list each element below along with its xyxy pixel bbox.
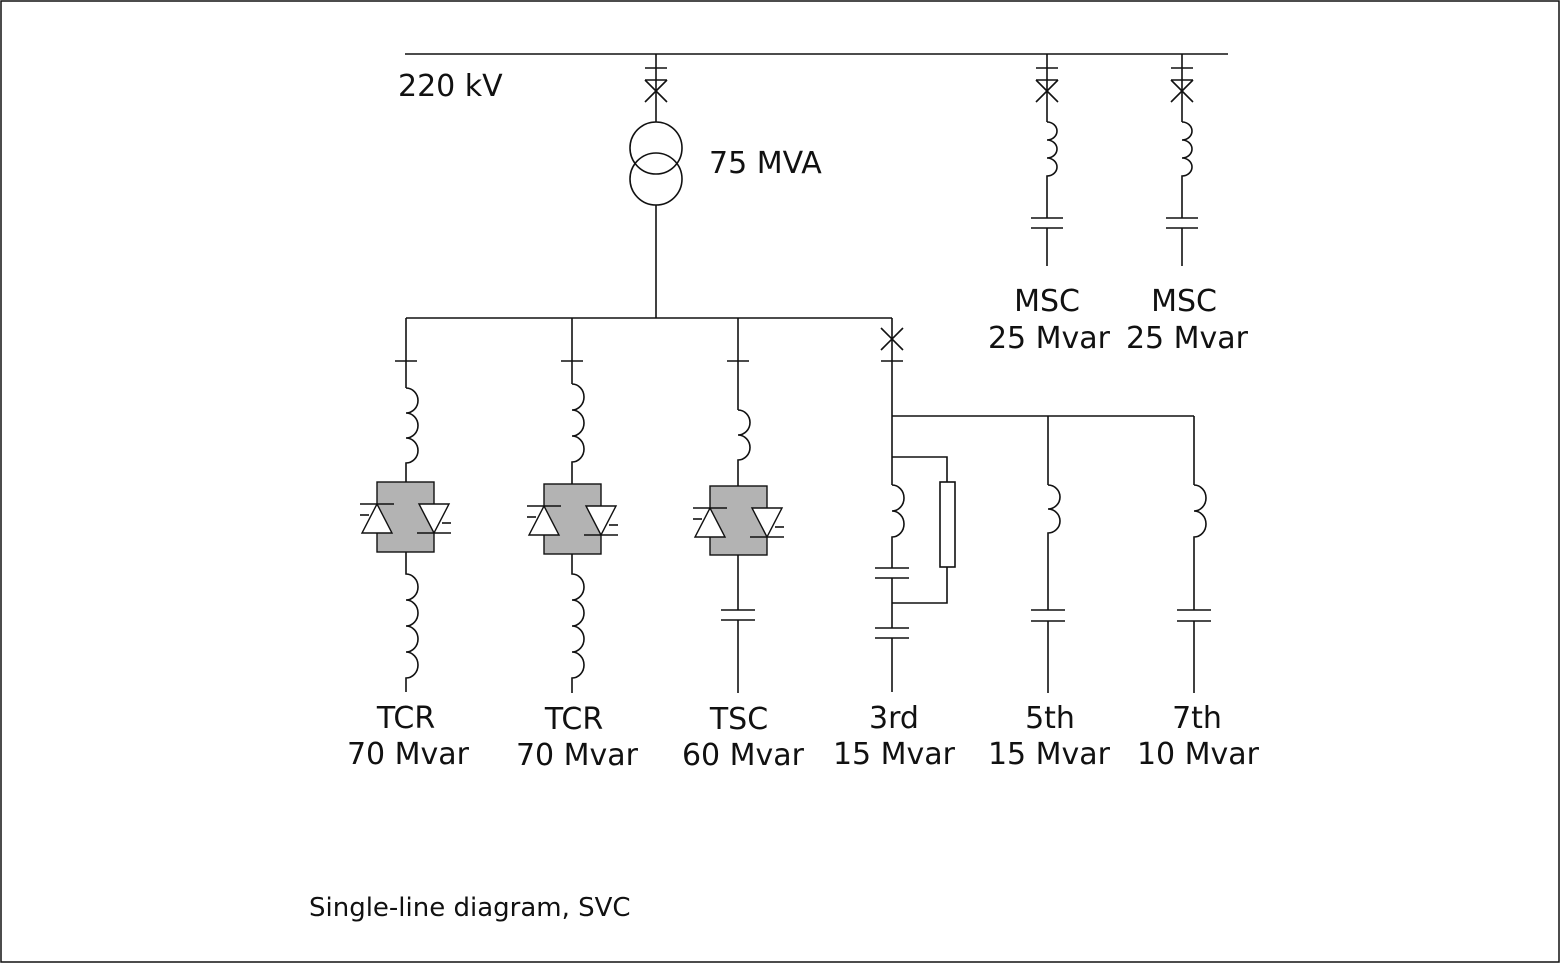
third-harmonic-filter (875, 416, 956, 692)
reactor-icon (1046, 121, 1058, 218)
reactor-icon (571, 554, 585, 693)
branch-rating-label: 60 Mvar (682, 738, 805, 773)
diagram-caption: Single-line diagram, SVC (309, 893, 631, 923)
transformer-winding-icon (629, 121, 683, 175)
reactor-icon (405, 387, 419, 482)
branch-rating-label: 10 Mvar (1137, 737, 1260, 772)
branch-name-label: TSC (709, 702, 768, 737)
seventh-harmonic-filter (1177, 416, 1211, 693)
msc-rating-label: 25 Mvar (988, 321, 1111, 356)
transformer-rating-label: 75 MVA (709, 146, 822, 181)
msc-rating-label: 25 Mvar (1126, 321, 1249, 356)
branch-rating-label: 70 Mvar (516, 738, 639, 773)
msc-branch (1031, 54, 1063, 266)
tcr-branch (360, 318, 451, 692)
fifth-harmonic-filter (1031, 416, 1065, 693)
reactor-icon (1193, 484, 1207, 610)
branch-name-label: 5th (1025, 701, 1075, 736)
branch-rating-label: 15 Mvar (833, 737, 956, 772)
msc-branch (1166, 54, 1198, 266)
reactor-icon (891, 484, 905, 568)
transformer-winding-icon (629, 152, 683, 206)
branch-name-label: 3rd (869, 701, 919, 736)
msc-name-label: MSC (1151, 284, 1217, 319)
tcr-branch (527, 318, 618, 693)
reactor-icon (405, 552, 419, 692)
filter-feeder (880, 318, 1194, 417)
branch-name-label: 7th (1172, 701, 1222, 736)
resistor-icon (939, 481, 956, 568)
reactor-icon (1047, 484, 1061, 610)
reactor-icon (737, 409, 751, 486)
reactor-icon (1181, 121, 1193, 218)
branch-name-label: TCR (376, 701, 435, 736)
branch-rating-label: 15 Mvar (988, 737, 1111, 772)
reactor-icon (571, 383, 585, 484)
transformer-feeder (629, 54, 683, 318)
bus-voltage-label: 220 kV (398, 69, 503, 104)
msc-name-label: MSC (1014, 284, 1080, 319)
branch-name-label: TCR (544, 702, 603, 737)
tsc-branch (693, 318, 784, 693)
branch-rating-label: 70 Mvar (347, 737, 470, 772)
